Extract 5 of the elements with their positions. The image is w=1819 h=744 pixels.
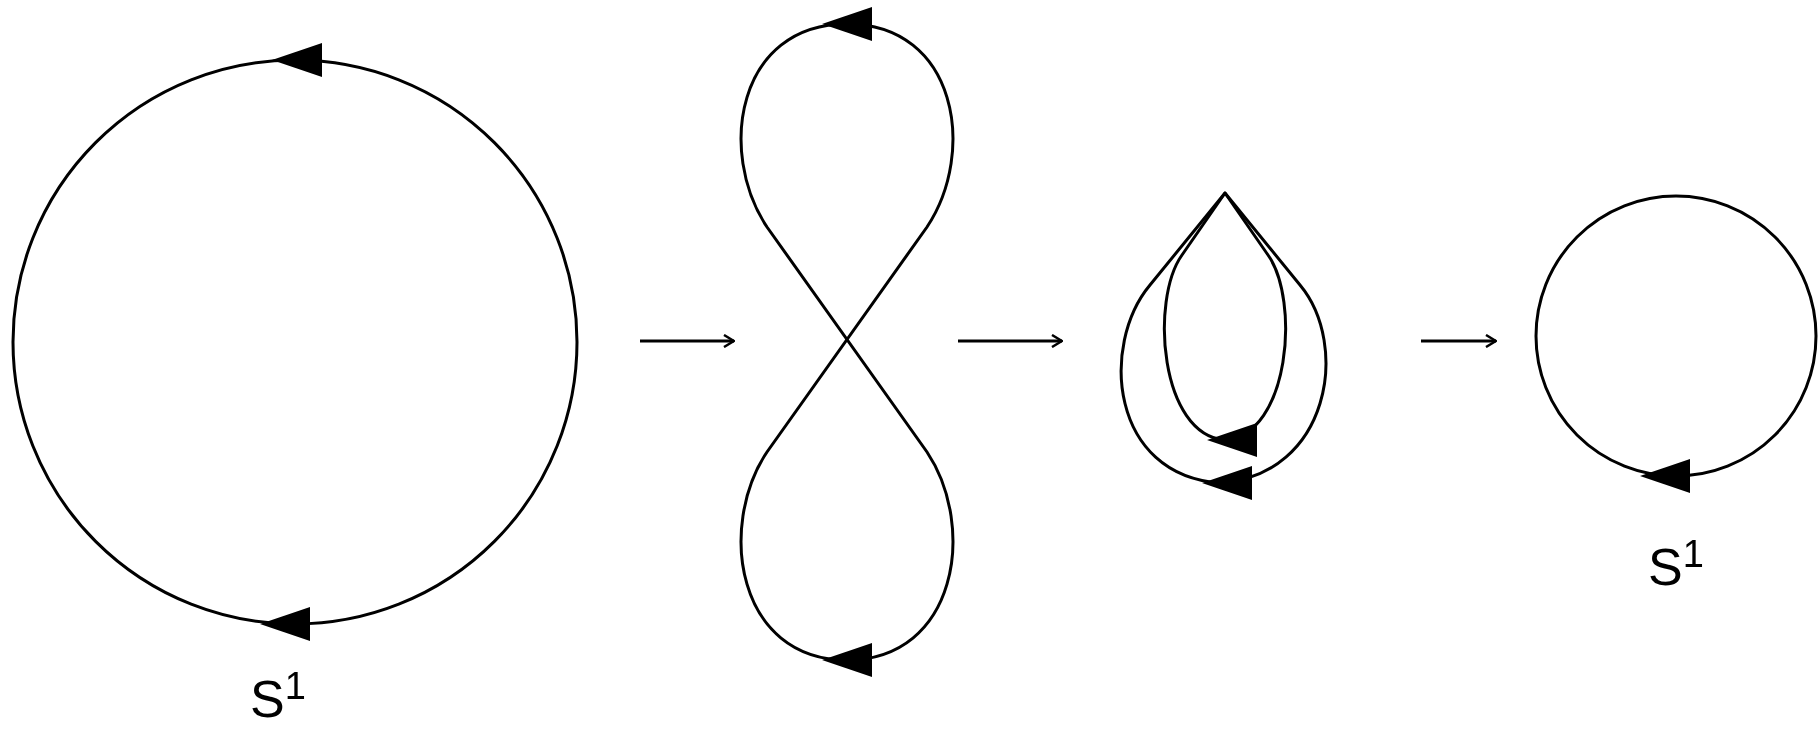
space-label: S$^{1}$	[1648, 535, 1704, 594]
arrow	[640, 333, 736, 349]
arrow	[1421, 333, 1498, 349]
arrow	[958, 333, 1064, 349]
space-label: S$^{1}$	[250, 667, 306, 726]
